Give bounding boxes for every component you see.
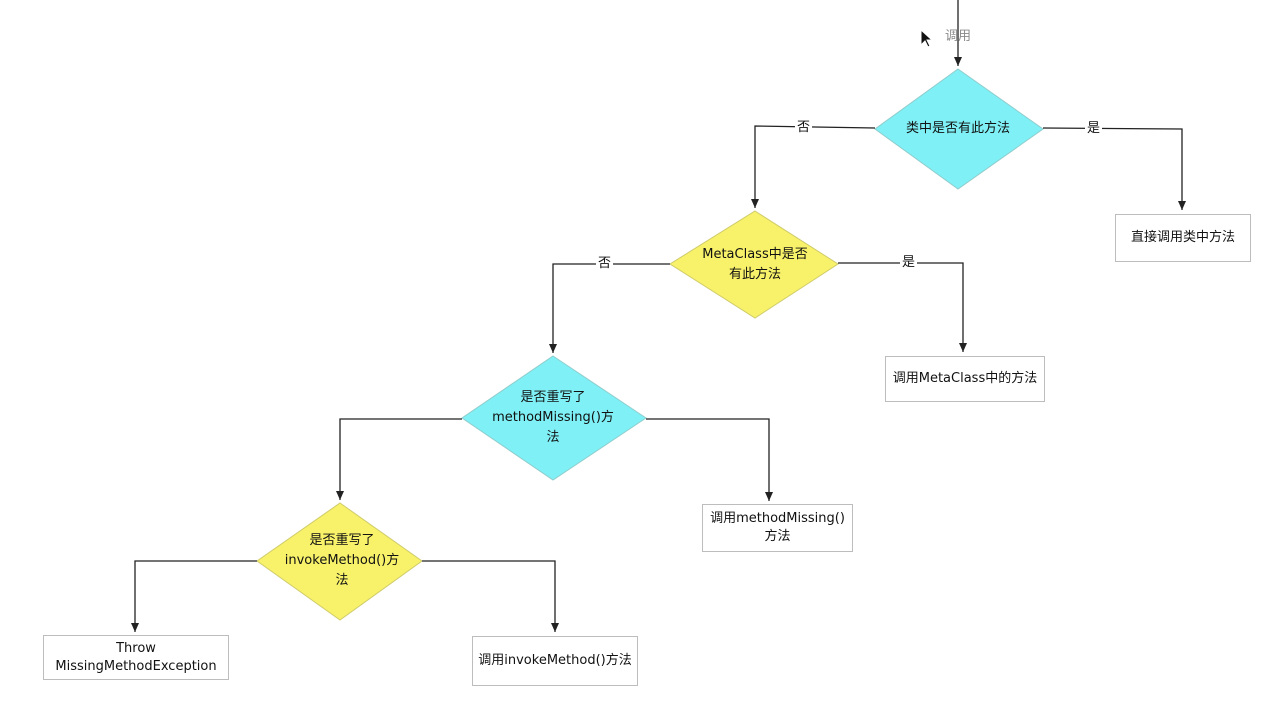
action-call-metaclass-method: 调用MetaClass中的方法 xyxy=(885,356,1045,402)
action-throw-missing-method-exception: Throw MissingMethodException xyxy=(43,635,229,680)
action-call-class-method: 直接调用类中方法 xyxy=(1115,214,1251,262)
mouse-pointer-icon xyxy=(920,29,934,48)
decision-1-shape xyxy=(874,68,1044,190)
decision-3-text: 是否重写了 methodMissing()方 法 xyxy=(492,390,614,445)
d1-no-label: 否 xyxy=(795,120,813,136)
action-call-invokemethod: 调用invokeMethod()方法 xyxy=(472,636,638,686)
action-call-methodmissing: 调用methodMissing() 方法 xyxy=(702,504,853,552)
connector-d4-yes xyxy=(422,560,559,632)
decision-2-shape xyxy=(669,210,839,319)
connector-d3-yes xyxy=(646,418,773,501)
decision-3-shape xyxy=(461,355,647,481)
connector-d1-no xyxy=(751,125,876,208)
decision-2-text: MetaClass中是否 有此方法 xyxy=(702,247,808,282)
d1-yes-label: 是 xyxy=(1085,121,1103,137)
connector-d4-no xyxy=(131,560,257,632)
d2-no-label: 否 xyxy=(596,256,614,272)
connector-d2-no xyxy=(549,263,670,353)
decision-4-shape xyxy=(256,502,423,621)
connector-d1-yes xyxy=(1042,127,1186,210)
call-label: 调用 xyxy=(945,29,972,44)
connector-d3-no xyxy=(336,418,462,500)
d2-yes-label: 是 xyxy=(900,255,918,271)
decision-4-text: 是否重写了 invokeMethod()方 法 xyxy=(284,533,400,588)
decision-1-text: 类中是否有此方法 xyxy=(905,121,1010,136)
connector-d2-yes xyxy=(838,262,967,352)
